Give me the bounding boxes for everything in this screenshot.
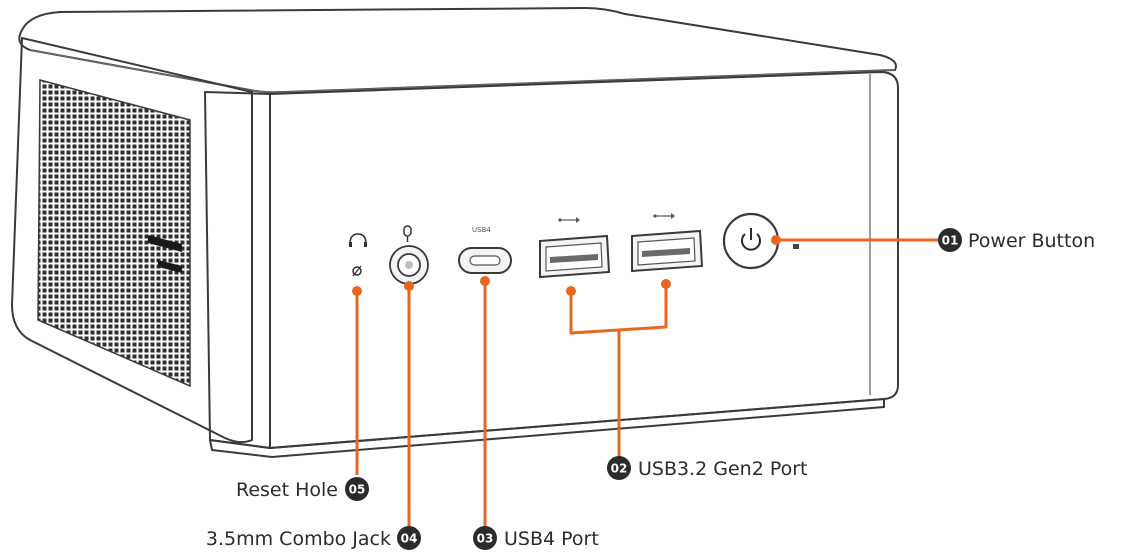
leader-lines bbox=[355, 235, 940, 540]
callout-power-button: 01 Power Button bbox=[938, 228, 1095, 252]
vent-grille bbox=[37, 79, 191, 388]
usb4-port[interactable] bbox=[458, 247, 512, 274]
callout-label: Reset Hole bbox=[236, 479, 338, 501]
usb-superspeed-icon bbox=[558, 217, 580, 223]
callout-label: USB3.2 Gen2 Port bbox=[638, 458, 808, 480]
callout-label: USB4 Port bbox=[504, 528, 599, 550]
callout-usb4-port: 03 USB4 Port bbox=[473, 526, 599, 550]
callout-reset-hole: 05 Reset Hole bbox=[236, 477, 369, 501]
microphone-icon bbox=[403, 225, 412, 242]
headphone-icon bbox=[349, 233, 367, 247]
badge-01 bbox=[938, 228, 962, 252]
left-side-panel bbox=[11, 37, 253, 444]
status-led bbox=[793, 244, 799, 249]
svg-text:04: 04 bbox=[401, 532, 418, 546]
usb-superspeed-icon bbox=[653, 213, 675, 219]
power-button[interactable] bbox=[722, 212, 780, 270]
vent-label-mark bbox=[148, 235, 182, 252]
svg-text:01: 01 bbox=[942, 234, 959, 248]
svg-text:02: 02 bbox=[611, 462, 628, 476]
callout-label: Power Button bbox=[968, 230, 1095, 252]
front-ports: USB4 bbox=[349, 212, 799, 296]
callout-combo-jack: 04 3.5mm Combo Jack bbox=[206, 526, 421, 550]
power-icon bbox=[741, 228, 761, 251]
usb32-port-2[interactable] bbox=[631, 229, 704, 273]
reset-icon bbox=[352, 265, 362, 277]
callout-usb32-port: 02 USB3.2 Gen2 Port bbox=[607, 456, 808, 480]
combo-audio-jack[interactable] bbox=[389, 245, 429, 285]
corner-pillar bbox=[204, 91, 271, 449]
top-lid bbox=[18, 7, 897, 94]
svg-text:05: 05 bbox=[349, 483, 366, 497]
svg-text:03: 03 bbox=[477, 532, 494, 546]
badge-03 bbox=[473, 526, 497, 550]
front-panel bbox=[269, 71, 899, 449]
top-lid-edge bbox=[29, 49, 896, 93]
callout-label: 3.5mm Combo Jack bbox=[206, 528, 391, 550]
usb32-port-1[interactable] bbox=[539, 234, 611, 279]
mini-pc-body bbox=[11, 7, 899, 458]
bottom-base bbox=[209, 398, 885, 458]
badge-02 bbox=[607, 456, 631, 480]
leader-usb32 bbox=[569, 284, 668, 467]
badge-04 bbox=[397, 526, 421, 550]
vent-label-mark-2 bbox=[158, 260, 182, 273]
usb4-port-tag: USB4 bbox=[472, 226, 491, 234]
badge-05 bbox=[345, 477, 369, 501]
